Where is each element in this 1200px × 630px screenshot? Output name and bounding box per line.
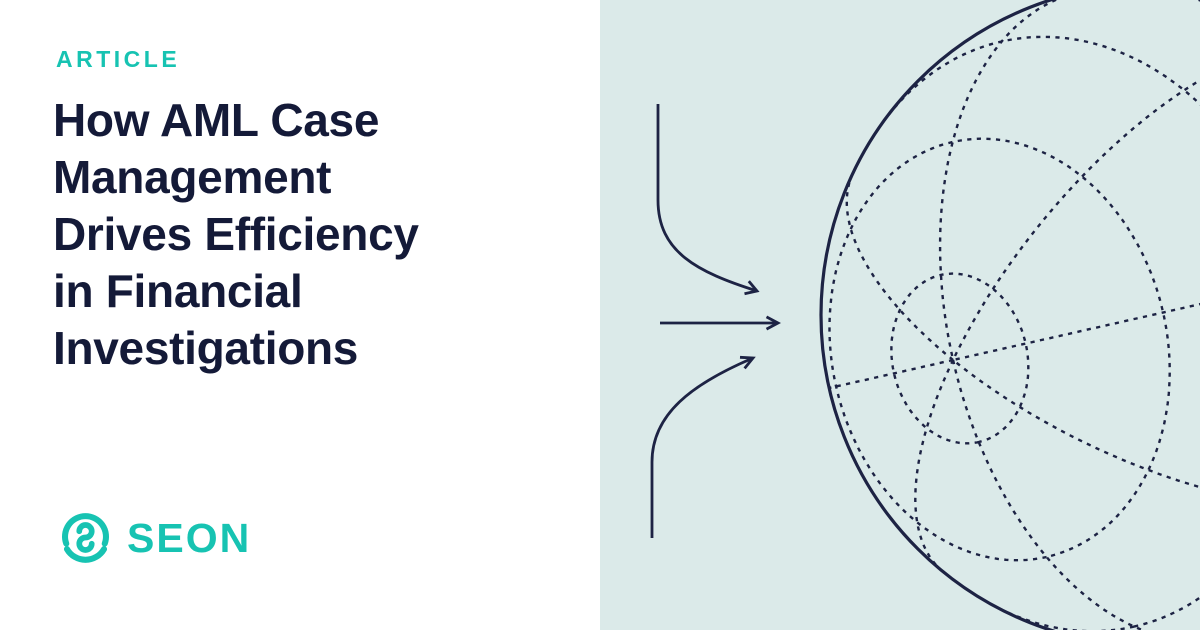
globe-grid-line (890, 272, 1030, 445)
globe-grid-line (914, 78, 1200, 571)
illustration-panel (600, 0, 1200, 630)
globe-grid-line (845, 175, 1200, 489)
globe-grid-line (938, 0, 1146, 630)
arrow-top (656, 104, 760, 296)
globe-grid-line (1195, 0, 1200, 2)
arrow-bottom (650, 355, 756, 538)
article-title: How AML Case Management Drives Efficienc… (53, 94, 419, 374)
globe-dashed-grid (828, 0, 1200, 630)
article-eyebrow-label: ARTICLE (56, 46, 181, 72)
arrows-group (650, 104, 781, 538)
brand-logo: SEON (57, 506, 251, 569)
globe-grid-line (828, 302, 1200, 390)
brand-wordmark: SEON (127, 515, 252, 561)
arrow-middle (660, 315, 781, 331)
text-panel: ARTICLE How AML Case Management Drives E… (53, 46, 419, 569)
globe-grid-line (881, 35, 1200, 630)
globe-wireframe-illustration (650, 0, 1200, 630)
globe-grid-line (828, 137, 1171, 562)
globe-limb-arc (819, 0, 1057, 630)
seon-s-spiral-icon (61, 513, 110, 563)
